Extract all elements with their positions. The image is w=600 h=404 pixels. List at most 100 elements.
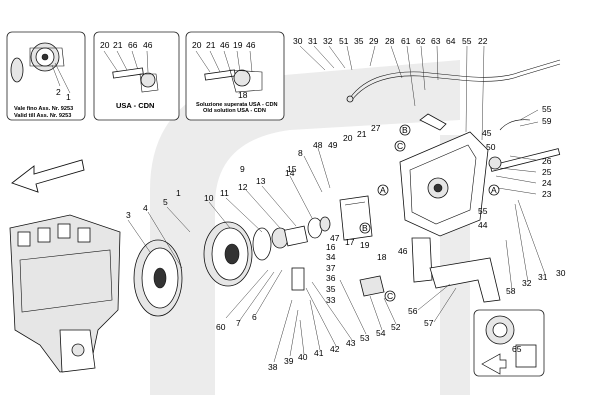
inset-right-caption-1: Soluzione superata USA - CDN — [196, 102, 278, 108]
callout-30: 30 — [293, 36, 303, 46]
callout-15: 15 — [287, 164, 297, 174]
callout-57: 57 — [424, 318, 434, 328]
callout-13: 13 — [256, 176, 266, 186]
inset-left-callout-1: 1 — [66, 92, 71, 102]
callout-27: 27 — [371, 123, 381, 133]
callout-5: 5 — [163, 197, 168, 207]
marker-b-2: B — [402, 125, 408, 135]
inset-right-caption-2: Old solution USA - CDN — [203, 108, 266, 114]
callout-60: 60 — [216, 322, 226, 332]
callout-31-lower: 31 — [538, 272, 548, 282]
inset-middle: 20 21 66 46 USA - CDN — [93, 31, 180, 121]
callout-53: 53 — [360, 333, 370, 343]
callout-51: 51 — [339, 36, 349, 46]
callout-25: 25 — [542, 167, 552, 177]
callout-19: 19 — [360, 240, 370, 250]
marker-a-2: A — [491, 185, 497, 195]
clutch-assembly — [203, 221, 308, 287]
inset-right: 20 21 46 19 46 18 Soluzione superata USA… — [185, 31, 285, 121]
callout-32-lower: 32 — [522, 278, 532, 288]
callout-31: 31 — [308, 36, 318, 46]
inset-mid-callout-66: 66 — [128, 40, 138, 50]
callout-30-lower: 30 — [556, 268, 566, 278]
callout-61: 61 — [401, 36, 411, 46]
callout-44: 44 — [478, 220, 488, 230]
callout-49: 49 — [328, 140, 338, 150]
callout-45: 45 — [482, 128, 492, 138]
inset-mid-title: USA - CDN — [116, 101, 154, 110]
callout-65: 65 — [512, 344, 522, 354]
callout-21: 21 — [357, 129, 367, 139]
marker-c-1: C — [397, 141, 403, 151]
callout-28: 28 — [385, 36, 395, 46]
marker-a-1: A — [380, 185, 386, 195]
callout-58: 58 — [506, 286, 516, 296]
callout-41: 41 — [314, 348, 324, 358]
callout-43: 43 — [346, 338, 356, 348]
inset-mid-callout-20: 20 — [100, 40, 110, 50]
callout-12: 12 — [238, 182, 248, 192]
callout-32: 32 — [323, 36, 333, 46]
callout-35b: 35 — [326, 284, 336, 294]
reference-markers: A B C A B C — [359, 124, 500, 302]
callout-14: 14 — [285, 168, 295, 178]
callout-11: 11 — [220, 188, 229, 198]
callout-23: 23 — [542, 189, 552, 199]
callout-6: 6 — [252, 312, 257, 322]
callout-48: 48 — [313, 140, 323, 150]
callout-55-right: 55 — [542, 104, 552, 114]
callout-42: 42 — [330, 344, 340, 354]
callout-26: 26 — [542, 156, 552, 166]
inset-left-caption-2: Valid till Ass. Nr. 9253 — [14, 113, 71, 119]
brackets — [291, 237, 501, 303]
callout-52: 52 — [391, 322, 401, 332]
release-bearing-parts — [307, 195, 373, 241]
callout-39: 39 — [284, 356, 294, 366]
callout-36: 36 — [326, 273, 336, 283]
inset-left: 2 1 Vale fino Ass. Nr. 9253 Valid till A… — [6, 31, 86, 121]
gearbox-housing — [399, 131, 561, 237]
marker-c-2: C — [387, 291, 393, 301]
callout-9: 9 — [240, 164, 245, 174]
callout-20: 20 — [343, 133, 353, 143]
callout-35: 35 — [354, 36, 364, 46]
callout-10: 10 — [204, 193, 214, 203]
inset-left-callout-2: 2 — [56, 87, 61, 97]
callout-1: 1 — [176, 188, 181, 198]
callout-62: 62 — [416, 36, 426, 46]
inset-right-callout-21: 21 — [206, 40, 216, 50]
callout-46: 46 — [398, 246, 408, 256]
callout-4: 4 — [143, 203, 148, 213]
callout-64: 64 — [446, 36, 456, 46]
callout-34: 34 — [326, 252, 336, 262]
callout-24: 24 — [542, 178, 552, 188]
callout-59: 59 — [542, 116, 552, 126]
callout-50: 50 — [486, 142, 496, 152]
callout-55-lower: 55 — [478, 206, 488, 216]
marker-b-1: B — [362, 223, 368, 233]
engine-block-drawing — [9, 214, 121, 373]
inset-mid-callout-21: 21 — [113, 40, 123, 50]
inset-right-callout-46: 46 — [220, 40, 230, 50]
inset-mid-callout-46: 46 — [143, 40, 153, 50]
callout-38: 38 — [268, 362, 278, 372]
callout-16: 16 — [326, 242, 336, 252]
inset-right-callout-46b: 46 — [246, 40, 256, 50]
callout-37: 37 — [326, 263, 336, 273]
callout-numbers: 30 31 32 51 35 29 28 61 62 63 64 55 22 5… — [126, 36, 566, 372]
direction-arrow — [11, 159, 85, 193]
callout-8: 8 — [298, 148, 303, 158]
callout-54: 54 — [376, 328, 386, 338]
inset-right-callout-18: 18 — [238, 90, 248, 100]
callout-63: 63 — [431, 36, 441, 46]
callout-3: 3 — [126, 210, 131, 220]
callout-18: 18 — [377, 252, 387, 262]
callout-40: 40 — [298, 352, 308, 362]
inset-clutch-kit — [473, 309, 545, 377]
callout-55-top: 55 — [462, 36, 472, 46]
hydraulic-pipe — [346, 59, 561, 131]
inset-right-callout-20: 20 — [192, 40, 202, 50]
callout-33: 33 — [326, 295, 336, 305]
callout-7: 7 — [236, 318, 241, 328]
flywheel — [133, 239, 183, 317]
